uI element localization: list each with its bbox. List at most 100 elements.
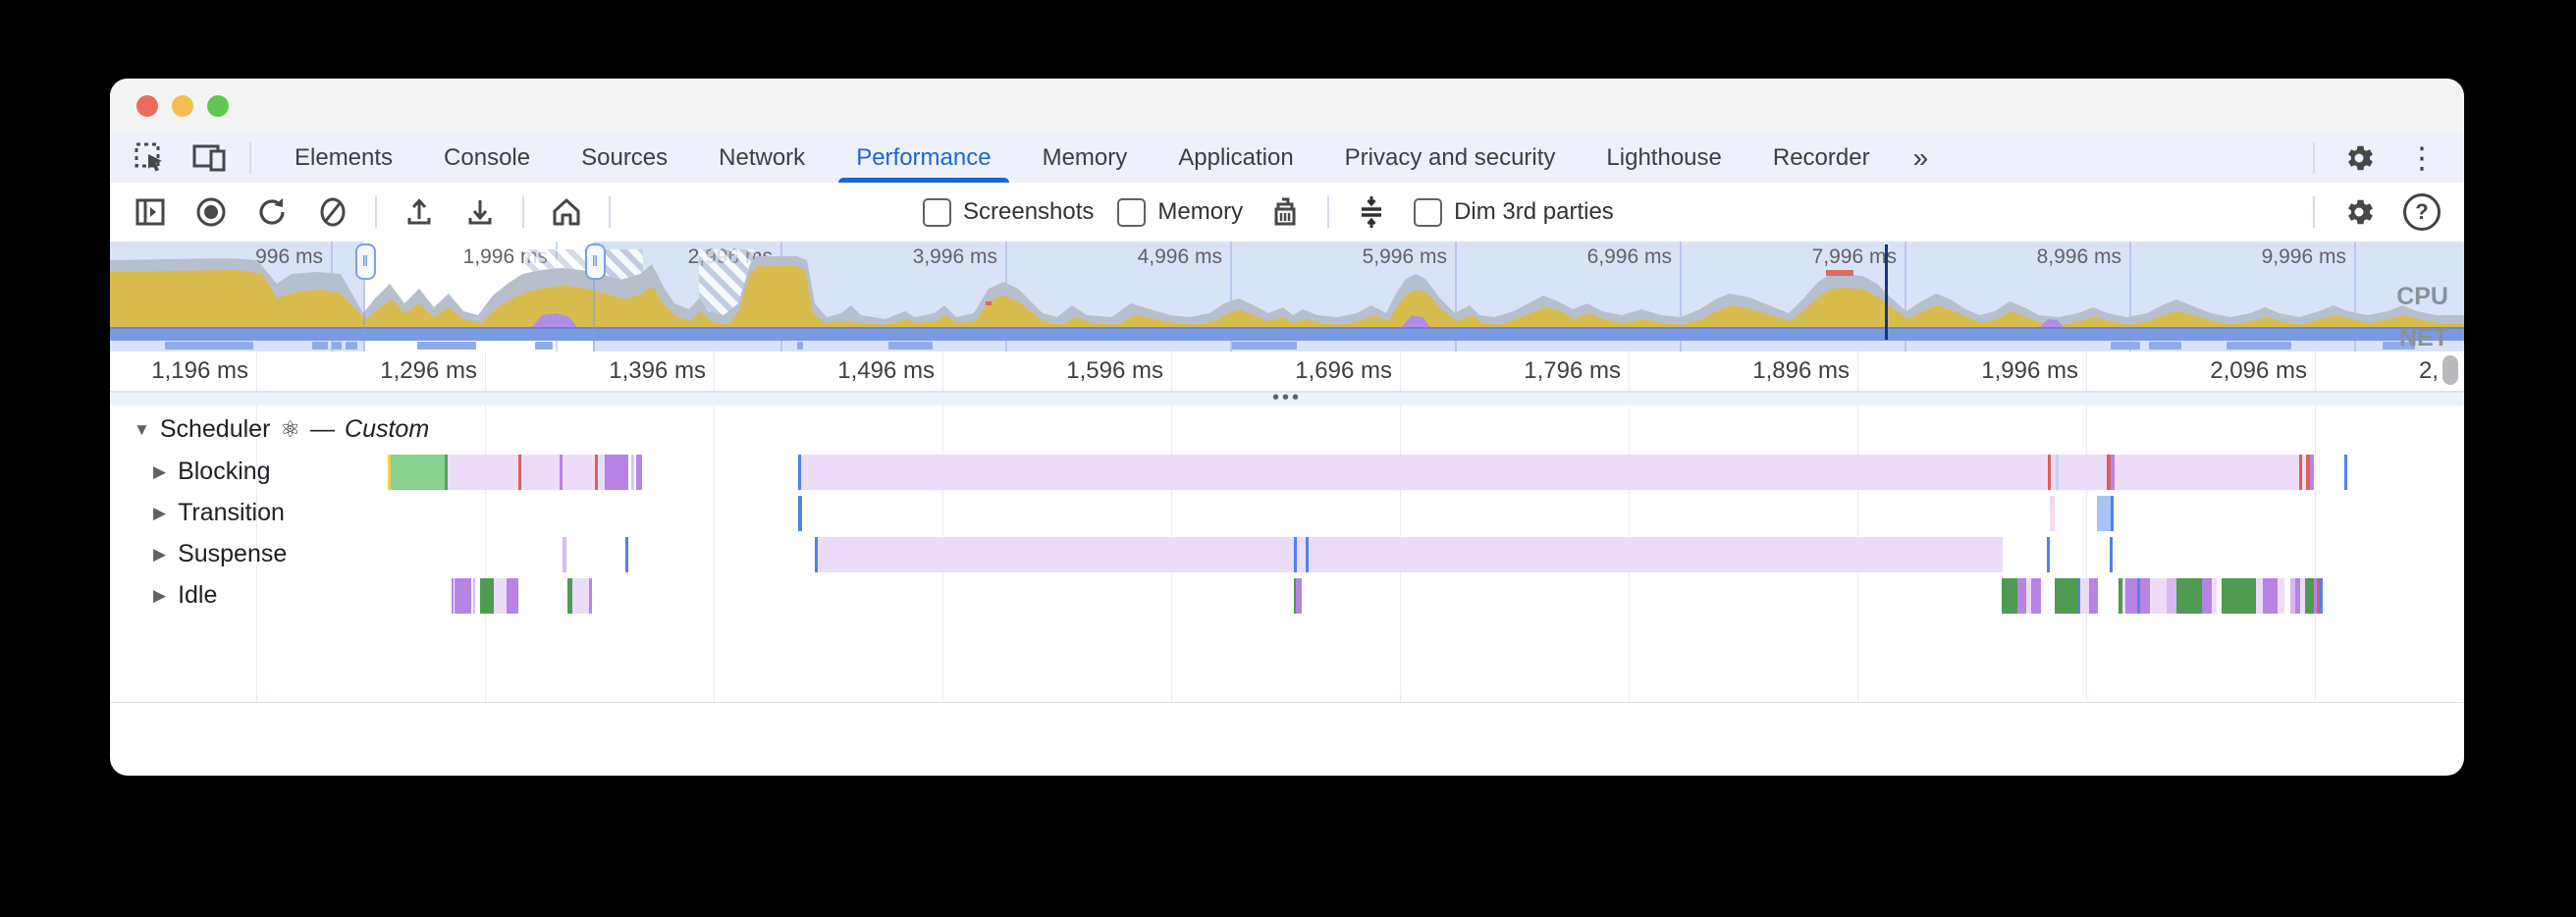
minimize-window-button[interactable] [172,95,193,117]
timeline-overview[interactable]: 996 ms1,996 ms2,996 ms3,996 ms4,996 ms5,… [110,242,2464,351]
track-row-label-suspense[interactable]: ▶Suspense [153,540,287,568]
close-window-button[interactable] [136,95,158,117]
timeline-segment[interactable] [631,455,634,490]
track-row-label-blocking[interactable]: ▶Blocking [153,458,271,486]
download-profile-icon[interactable] [461,193,499,231]
timeline-segment[interactable] [605,455,628,490]
timeline-segment[interactable] [2317,578,2319,614]
timeline-segment[interactable] [480,578,494,614]
resize-handle-dots[interactable]: ••• [1271,386,1302,408]
timeline-segment[interactable] [2002,578,2017,614]
timeline-segment[interactable] [2050,496,2055,531]
timeline-segment[interactable] [815,537,818,572]
dim-3rd-parties-checkbox[interactable]: Dim 3rd parties [1414,197,1614,227]
timeline-segment[interactable] [452,578,454,614]
timeline-segment[interactable] [2107,455,2111,490]
tab-console[interactable]: Console [444,144,531,171]
timeline-segment[interactable] [2097,496,2111,531]
timeline-segment[interactable] [1306,537,1309,572]
more-tabs-button[interactable]: » [1912,142,1929,173]
screenshots-checkbox[interactable]: Screenshots [923,197,1094,227]
overview-right-handle[interactable]: ‖ [585,243,606,351]
upload-profile-icon[interactable] [401,193,438,231]
timeline-segment[interactable] [2055,578,2078,614]
toggle-device-toolbar-icon[interactable] [190,139,228,177]
timeline-segment[interactable] [2122,578,2125,614]
timeline-segment[interactable] [1296,578,1302,614]
tab-network[interactable]: Network [719,144,806,171]
timeline-segment[interactable] [445,455,448,490]
timeline-segment[interactable] [2212,578,2217,614]
timeline-segment[interactable] [2256,578,2263,614]
timeline-segment[interactable] [589,578,592,614]
timeline-segment[interactable] [636,455,642,490]
track-row-label-transition[interactable]: ▶Transition [153,499,285,527]
capture-settings-gear-icon[interactable] [2340,193,2378,231]
zoom-window-button[interactable] [207,95,229,117]
tab-elements[interactable]: Elements [295,144,394,171]
timeline-segment[interactable] [2300,578,2305,614]
settings-gear-icon[interactable] [2340,139,2378,177]
timeline-segment[interactable] [2306,455,2310,490]
timeline-segment[interactable] [2263,578,2278,614]
tab-memory[interactable]: Memory [1042,144,1128,171]
timeline-segment[interactable] [2278,578,2284,614]
timeline-segment[interactable] [798,455,801,490]
tab-performance[interactable]: Performance [831,134,1016,183]
timeline-segment[interactable] [2176,578,2202,614]
record-icon[interactable] [192,193,230,231]
timeline-segment[interactable] [2111,496,2114,531]
track-row-label-idle[interactable]: ▶Idle [153,581,217,610]
timeline-segment[interactable] [2299,455,2302,490]
expand-triangle-icon[interactable]: ▶ [153,585,167,605]
timeline-segment[interactable] [2295,578,2300,614]
record-and-reload-icon[interactable] [253,193,291,231]
timeline-segment[interactable] [801,455,2312,490]
timeline-segment[interactable] [494,578,507,614]
timeline-segment[interactable] [2089,578,2098,614]
timeline-segment[interactable] [563,537,566,572]
timeline-segment[interactable] [448,455,605,490]
timeline-segment[interactable] [567,578,572,614]
timeline-segment[interactable] [625,537,628,572]
timeline-segment[interactable] [2026,578,2031,614]
inspect-element-icon[interactable] [132,139,169,177]
tab-application[interactable]: Application [1178,144,1294,171]
timeline-segment[interactable] [2222,578,2256,614]
timeline-segment[interactable] [2110,537,2113,572]
timeline-segment[interactable] [2140,578,2150,614]
overview-left-handle[interactable]: ‖ [355,243,376,351]
timeline-segment[interactable] [798,496,802,531]
collect-garbage-icon[interactable] [1266,193,1304,231]
home-icon[interactable] [548,193,585,231]
timeline-segment[interactable] [2078,578,2080,614]
clear-icon[interactable] [314,193,351,231]
timeline-segment[interactable] [572,578,589,614]
timeline-segment[interactable] [2111,455,2115,490]
timeline-segment[interactable] [2047,537,2050,572]
timeline-segment[interactable] [518,455,521,490]
tab-privacy-and-security[interactable]: Privacy and security [1344,144,1556,171]
expand-triangle-icon[interactable]: ▶ [153,461,167,481]
expand-triangle-icon[interactable]: ▶ [153,503,167,522]
timeline-segment[interactable] [507,578,518,614]
memory-checkbox[interactable]: Memory [1117,197,1243,227]
timeline-segment[interactable] [2305,578,2314,614]
timeline-segment[interactable] [391,455,445,490]
timeline-segment[interactable] [2125,578,2137,614]
timeline-segment[interactable] [2119,578,2122,614]
timeline-segment[interactable] [2056,455,2059,490]
timeline-segment[interactable] [455,578,471,614]
timeline-segment[interactable] [2202,578,2212,614]
screenshots-checkbox-box[interactable] [923,197,951,227]
dim-3rd-parties-checkbox-box[interactable] [1414,197,1443,227]
timeline-segment[interactable] [2310,455,2314,490]
timeline-segment[interactable] [2150,578,2167,614]
timeline-segment[interactable] [473,578,475,614]
timeline-segment[interactable] [2031,578,2041,614]
memory-checkbox-box[interactable] [1117,197,1147,227]
collapse-flame-icon[interactable] [1353,193,1390,231]
devtools-menu-kebab-icon[interactable]: ⋮ [2407,141,2437,175]
collapse-triangle-icon[interactable]: ▼ [134,419,150,439]
timeline-segment[interactable] [2080,578,2089,614]
